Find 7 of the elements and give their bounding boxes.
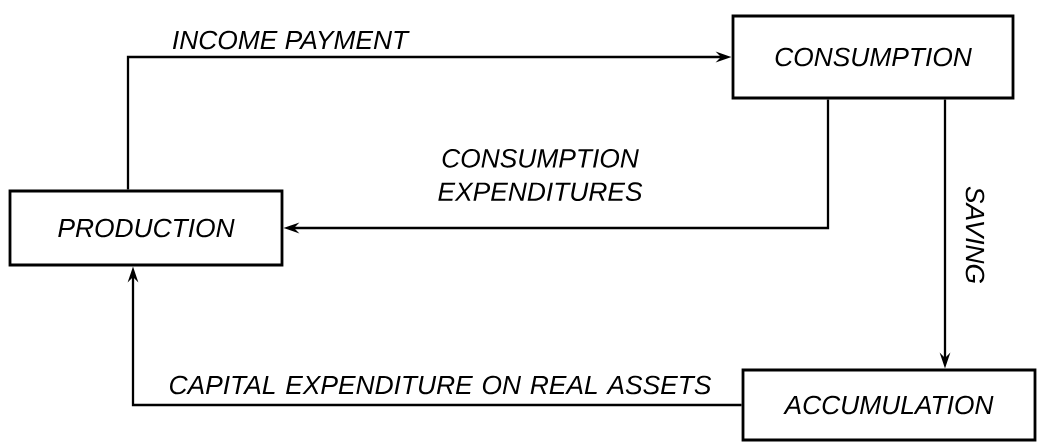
edge-label: SAVING [965, 186, 985, 283]
process-box: ACCUMULATION [741, 368, 1037, 442]
process-box: PRODUCTION [8, 189, 284, 267]
edge-label: CAPITAL EXPENDITURE ON REAL ASSETS [170, 375, 712, 395]
edge-label: CONSUMPTION EXPENDITURES [438, 148, 643, 201]
process-box: CONSUMPTION [731, 14, 1015, 100]
edge-label: INCOME PAYMENT [172, 30, 410, 50]
